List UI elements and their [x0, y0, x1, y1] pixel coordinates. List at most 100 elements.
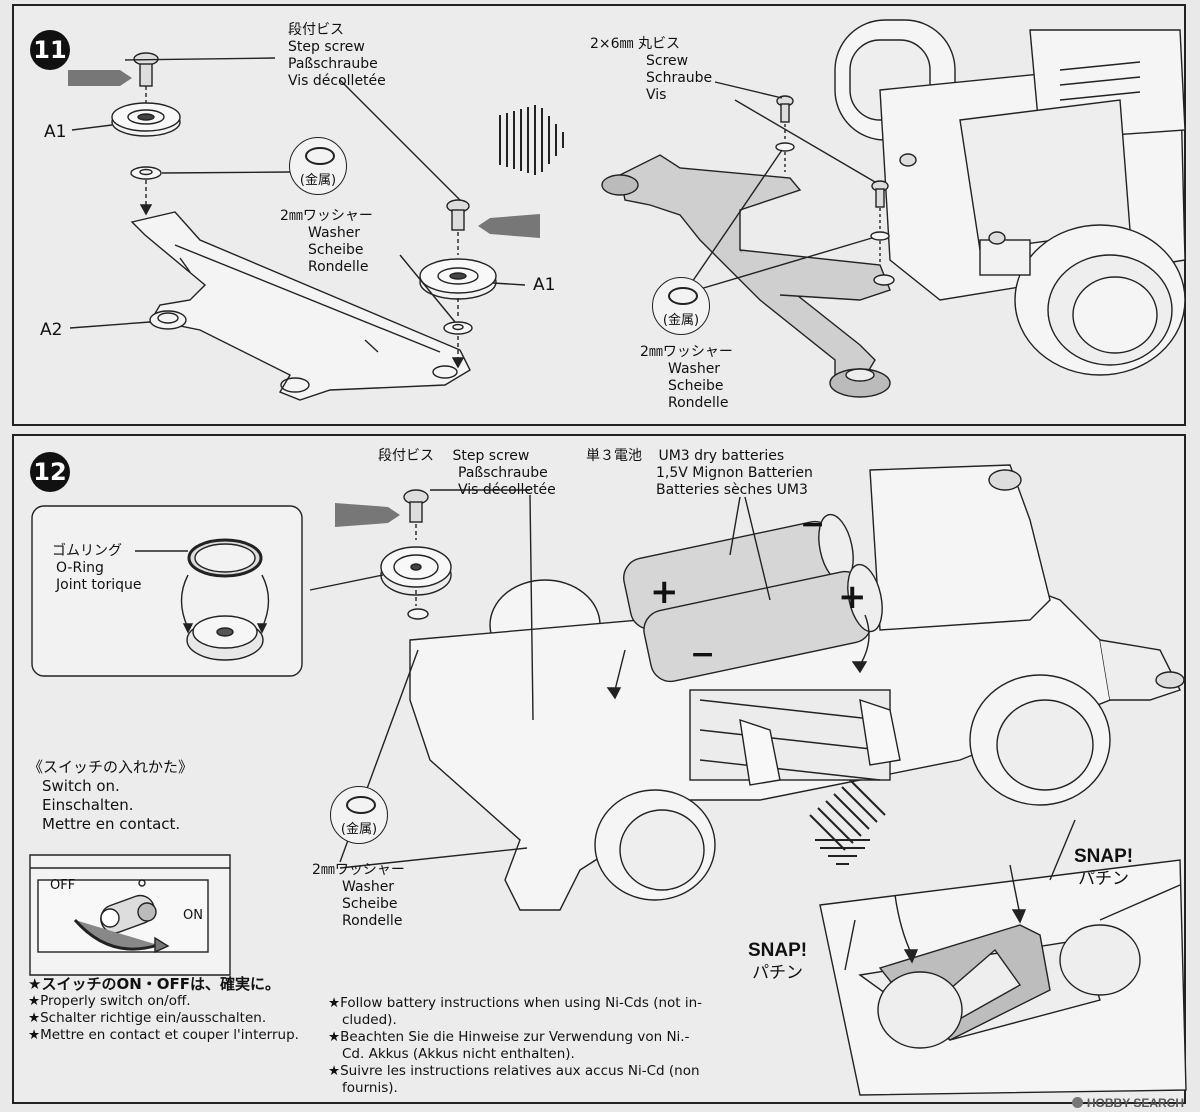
step12-screw-top [403, 489, 429, 540]
step12-screw-jp: 段付ビス [378, 448, 434, 464]
step11-next-arrow [499, 105, 564, 175]
switch-off-label: OFF [50, 878, 76, 893]
screw-2x6-en: Screw [646, 53, 689, 69]
oring-jp: ゴムリング [52, 543, 122, 559]
step-screw-label-step12: 段付ビス Step screw Paßschraube Vis décollet… [378, 448, 556, 499]
washer-ring-icon [668, 287, 698, 305]
battery-fr: Batteries sèches UM3 [656, 482, 808, 498]
note-right-2: cluded). [342, 1012, 397, 1028]
note-right-1: ★Follow battery instructions when using … [328, 995, 703, 1011]
metal-label-right: (金属) [662, 313, 700, 328]
switch-title: 《スイッチの入れかた》 [28, 758, 194, 776]
washer-right-en: Washer [668, 361, 721, 377]
metal-bubble-step12: (金属) [330, 786, 388, 844]
snap-left-jp: パチン [752, 963, 804, 982]
metal-label: (金属) [299, 173, 337, 188]
note-right-3: ★Beachten Sie die Hinweise zur Verwendun… [328, 1029, 690, 1045]
snap-bumper-illustration [819, 819, 1187, 1096]
screw-2x6-label: 2×6㎜ 丸ビス Screw Schraube Vis [590, 36, 712, 104]
battery-plus-back: + [650, 572, 679, 612]
part-a1-left: A1 [44, 122, 67, 142]
washer12-en: Washer [342, 879, 395, 895]
watermark-logo-icon [1071, 1097, 1083, 1108]
oring-illustration [180, 538, 270, 661]
step-screw-de: Paßschraube [288, 56, 378, 72]
washer-right-fr: Rondelle [668, 395, 729, 411]
step-11-number: 11 [30, 30, 70, 70]
notes-right: ★Follow battery instructions when using … [328, 995, 702, 1097]
glue-arrow-left [68, 70, 132, 86]
note-right-5: ★Suivre les instructions relatives aux a… [328, 1063, 700, 1079]
washer-label-step12: 2㎜ワッシャー Washer Scheibe Rondelle [312, 862, 405, 930]
switch-illustration [29, 854, 231, 976]
screw-2x6-de: Schraube [646, 70, 713, 86]
washer12-jp: 2㎜ワッシャー [312, 862, 405, 878]
note-left-jp: ★スイッチのON・OFFは、確実に。 [28, 975, 280, 993]
switch-line-en: Switch on. [42, 777, 120, 795]
switch-line-fr: Mettre en contact. [42, 815, 181, 833]
watermark-text: HOBBY SEARCH [1086, 1096, 1184, 1110]
metal-label-step12: (金属) [340, 822, 378, 837]
screw-2x6-fr: Vis [646, 87, 667, 103]
snap-right-jp: パチン [1078, 869, 1130, 888]
snap-label-right: SNAP! パチン [1074, 846, 1133, 890]
note-left-de: ★Schalter richtige ein/ausschalten. [28, 1010, 267, 1026]
switch-line-de: Einschalten. [42, 796, 134, 814]
washer-ring-icon [305, 147, 335, 165]
part-a1-right: A1 [533, 275, 556, 295]
oring-label: ゴムリング O-Ring Joint torique [52, 543, 141, 594]
switch-on-label: ON [183, 908, 203, 923]
stay-step11-mounted [601, 154, 895, 398]
battery-front [643, 563, 883, 683]
washer-en: Washer [308, 225, 361, 241]
step12-down-arrow [809, 779, 886, 865]
snap-right-en: SNAP! [1074, 846, 1134, 867]
step-12-number: 12 [30, 452, 70, 492]
step-screw-jp: 段付ビス [288, 22, 344, 38]
watermark: HOBBY SEARCH [1071, 1096, 1184, 1110]
screw-2x6-jp: 2×6㎜ 丸ビス [590, 36, 680, 52]
washer-label-step11-left: 2㎜ワッシャー Washer Scheibe Rondelle [280, 208, 373, 276]
step12-screw-de: Paßschraube [458, 465, 548, 481]
battery-label: 単３電池 UM3 dry batteries 1,5V Mignon Batte… [586, 448, 813, 499]
battery-back [623, 513, 854, 631]
oring-en: O-Ring [56, 560, 104, 576]
note-right-4: Cd. Akkus (Akkus nicht enthalten). [342, 1046, 575, 1062]
washer-middle [443, 321, 473, 335]
washer-de: Scheibe [308, 242, 364, 258]
note-right-6: fournis). [342, 1080, 398, 1096]
snap-label-left: SNAP! パチン [748, 940, 807, 984]
washer12-fr: Rondelle [342, 913, 403, 929]
washer12-de: Scheibe [342, 896, 398, 912]
screws-step11-right [775, 95, 1006, 262]
switch-instructions: 《スイッチの入れかた》 Switch on. Einschalten. Mett… [28, 758, 193, 834]
stay-a2-left [130, 211, 471, 401]
battery-jp: 単３電池 [586, 448, 642, 464]
battery-row1: 単３電池 UM3 dry batteries [586, 448, 813, 465]
battery-plus-front: + [838, 577, 867, 617]
step-screw-en: Step screw [288, 39, 365, 55]
note-left-en: ★Properly switch on/off. [28, 993, 191, 1009]
washer-label-step11-right: 2㎜ワッシャー Washer Scheibe Rondelle [640, 344, 733, 412]
battery-minus-front: − [690, 637, 716, 672]
wheel-a1-left [111, 102, 181, 137]
washer-left [130, 166, 162, 180]
note-left-fr: ★Mettre en contact et couper l'interrup. [28, 1027, 299, 1043]
battery-minus-back: − [800, 507, 826, 542]
metal-bubble-step11-left: (金属) [289, 137, 347, 195]
snap-left-en: SNAP! [748, 940, 808, 961]
battery-en: UM3 dry batteries [658, 448, 785, 464]
wheel-step12-top [380, 546, 452, 596]
car-chassis-step12 [409, 464, 1185, 911]
washer-right-de: Scheibe [668, 378, 724, 394]
step12-screw-row1: 段付ビス Step screw [378, 448, 556, 465]
oring-fr: Joint torique [56, 577, 142, 593]
battery-de: 1,5V Mignon Batterien [656, 465, 813, 481]
notes-left: ★スイッチのON・OFFは、確実に。 ★Properly switch on/o… [28, 976, 299, 1044]
step11-screw-middle [446, 199, 470, 255]
step11-screw-left [133, 52, 159, 105]
washer-fr: Rondelle [308, 259, 369, 275]
washer-right-jp: 2㎜ワッシャー [640, 344, 733, 360]
washer-step12-top [407, 608, 429, 620]
